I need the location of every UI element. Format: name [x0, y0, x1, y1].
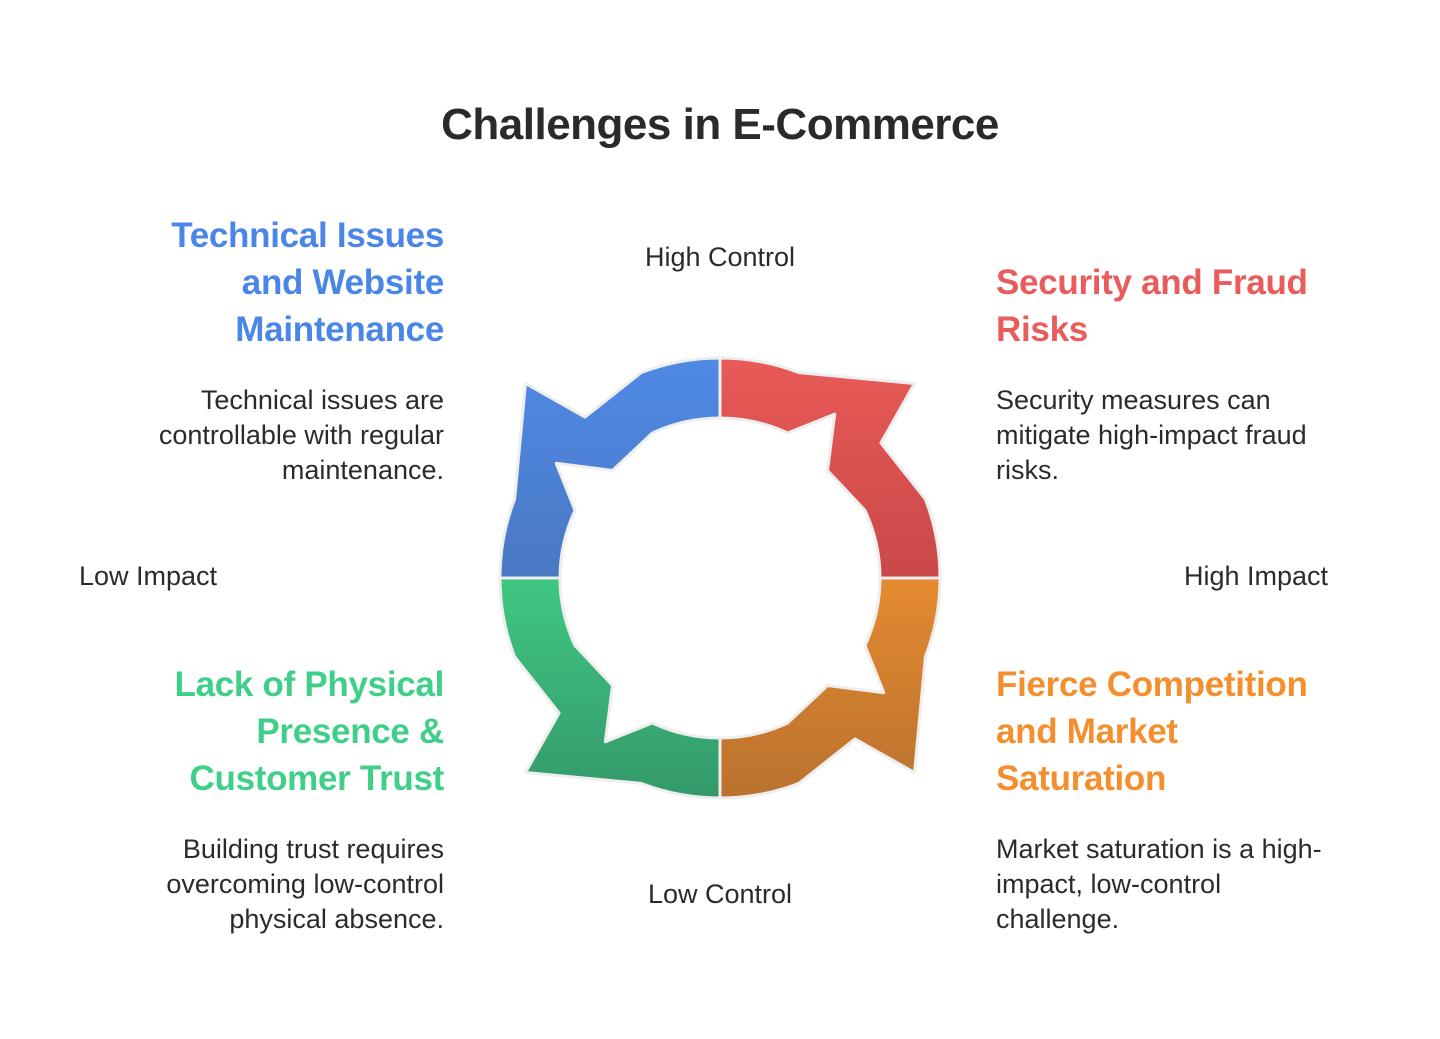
cycle-diagram: [498, 356, 942, 800]
axis-label-high-control: High Control: [644, 242, 796, 272]
heading-line: Saturation: [996, 759, 1167, 798]
heading-technical-issues: Technical Issues and Website Maintenance: [84, 212, 444, 353]
description-line: risks.: [996, 455, 1059, 485]
description-technical-issues: Technical issues are controllable with r…: [104, 383, 444, 488]
description-line: challenge.: [996, 904, 1120, 934]
description-line: Market saturation is a high-: [996, 834, 1322, 864]
heading-line: and Market: [996, 712, 1178, 751]
heading-line: Lack of Physical: [174, 665, 445, 704]
description-line: physical absence.: [229, 904, 444, 934]
description-physical-presence: Building trust requires overcoming low-c…: [114, 832, 444, 937]
description-line: controllable with regular: [158, 420, 444, 450]
cycle-segment-physical-presence: [498, 576, 722, 800]
heading-line: Fierce Competition: [996, 665, 1308, 704]
heading-line: Security and Fraud: [996, 263, 1308, 302]
description-line: Security measures can: [996, 385, 1271, 415]
axis-label-low-impact: Low Impact: [79, 561, 218, 591]
description-line: overcoming low-control: [166, 869, 444, 899]
description-line: Building trust requires: [182, 834, 444, 864]
description-line: impact, low-control: [996, 869, 1222, 899]
axis-label-low-control: Low Control: [647, 879, 793, 909]
description-line: mitigate high-impact fraud: [996, 420, 1307, 450]
heading-fierce-competition: Fierce Competition and Market Saturation: [996, 661, 1356, 802]
heading-physical-presence: Lack of Physical Presence & Customer Tru…: [124, 661, 445, 802]
heading-line: Technical Issues: [171, 216, 444, 255]
heading-line: Maintenance: [235, 310, 444, 349]
cycle-segment-fierce-competition: [718, 576, 942, 800]
axis-label-high-impact: High Impact: [1184, 561, 1329, 591]
description-line: maintenance.: [281, 455, 444, 485]
description-security-fraud: Security measures can mitigate high-impa…: [996, 383, 1356, 488]
heading-security-fraud: Security and Fraud Risks: [996, 259, 1356, 353]
diagram-title: Challenges in E-Commerce: [441, 100, 999, 149]
description-line: Technical issues are: [200, 385, 444, 415]
heading-line: Risks: [996, 310, 1088, 349]
heading-line: and Website: [241, 263, 445, 302]
cycle-segment-technical-issues: [498, 356, 722, 580]
heading-line: Customer Trust: [189, 759, 445, 798]
heading-line: Presence &: [256, 712, 444, 751]
description-fierce-competition: Market saturation is a high- impact, low…: [996, 832, 1366, 937]
cycle-segment-security-fraud: [718, 356, 942, 580]
